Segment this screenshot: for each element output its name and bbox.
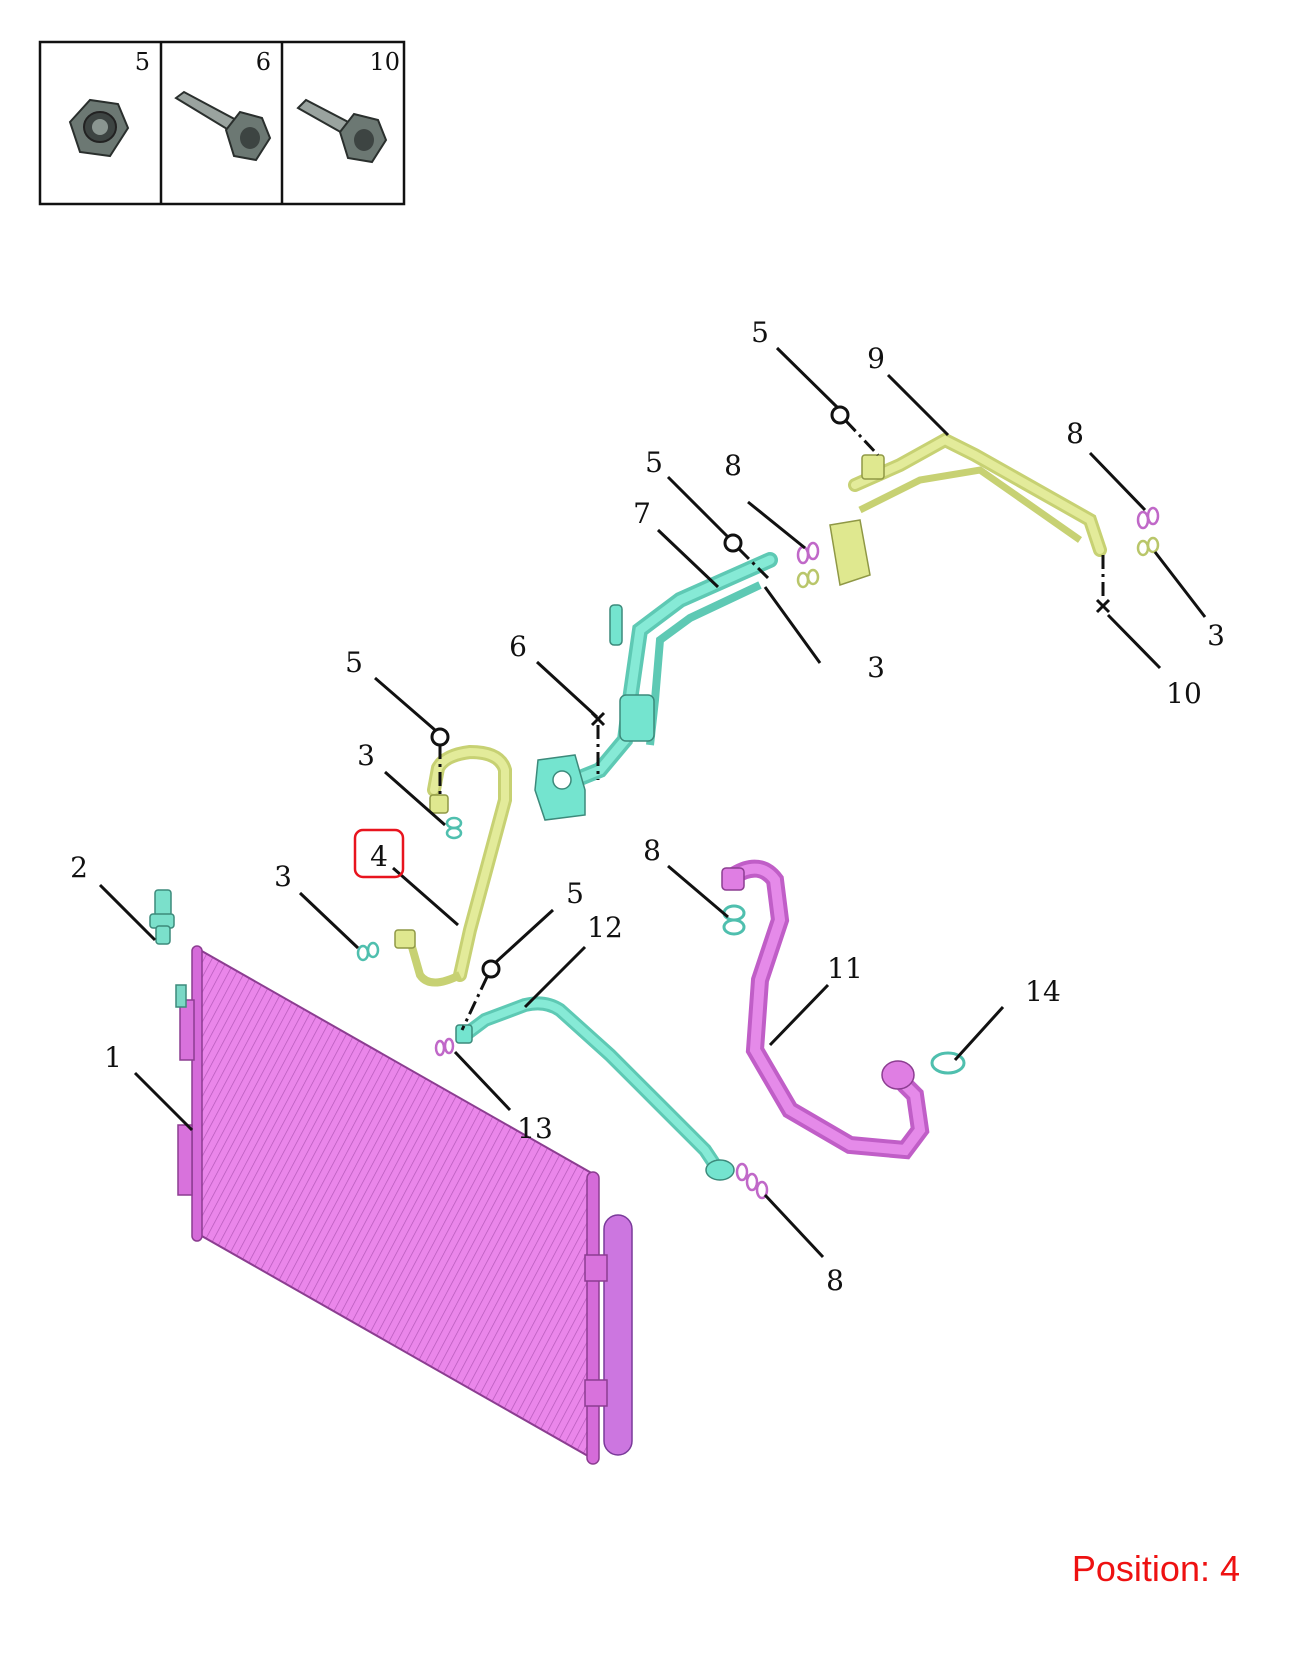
callout-2: 2 xyxy=(70,851,88,884)
flange-nut-icon xyxy=(68,98,130,158)
callout-6: 6 xyxy=(509,630,527,663)
fastener-markers xyxy=(430,405,1111,1031)
callout-5: 5 xyxy=(566,877,584,910)
yellow-hose-part xyxy=(394,744,512,987)
highlight-box xyxy=(353,828,405,879)
callout-11: 11 xyxy=(827,952,863,985)
callout-4: 4 xyxy=(370,840,388,873)
fastener-legend: 5 6 10 xyxy=(38,40,406,206)
callout-8: 8 xyxy=(1066,417,1084,450)
callout-13: 13 xyxy=(517,1112,553,1145)
callout-14: 14 xyxy=(1025,975,1061,1008)
callout-8: 8 xyxy=(643,834,661,867)
callout-8: 8 xyxy=(724,449,742,482)
condenser-part xyxy=(175,945,633,1465)
legend-number-10: 10 xyxy=(369,48,400,76)
cyan-pipe-assembly-part xyxy=(534,552,778,821)
leader-lines xyxy=(98,346,1207,1259)
callout-7: 7 xyxy=(633,497,651,530)
callout-9: 9 xyxy=(867,342,885,375)
o-ring-seals xyxy=(356,506,1160,1200)
legend-number-5: 5 xyxy=(135,48,150,76)
flange-bolt-icon xyxy=(174,90,272,162)
callout-labels: 1 2 3 3 3 3 4 5 5 5 5 6 7 8 8 8 8 9 10 1… xyxy=(70,316,1225,1297)
yellow-pipe-assembly-part xyxy=(829,432,1107,586)
callout-12: 12 xyxy=(587,911,623,944)
callout-3: 3 xyxy=(867,651,885,684)
callout-5: 5 xyxy=(345,646,363,679)
callout-3: 3 xyxy=(1207,619,1225,652)
callout-5: 5 xyxy=(645,446,663,479)
legend-number-6: 6 xyxy=(256,48,271,76)
callout-1: 1 xyxy=(104,1041,122,1074)
callout-5: 5 xyxy=(751,316,769,349)
callout-3: 3 xyxy=(357,739,375,772)
flange-bolt-icon xyxy=(296,98,388,164)
callout-10: 10 xyxy=(1166,677,1202,710)
callout-8: 8 xyxy=(826,1264,844,1297)
bolt-x-marker xyxy=(1095,598,1111,614)
position-label: Position: 4 xyxy=(1071,1548,1240,1589)
pressure-switch-part xyxy=(149,889,175,945)
magenta-hose-part xyxy=(721,859,930,1160)
callout-3: 3 xyxy=(274,860,292,893)
